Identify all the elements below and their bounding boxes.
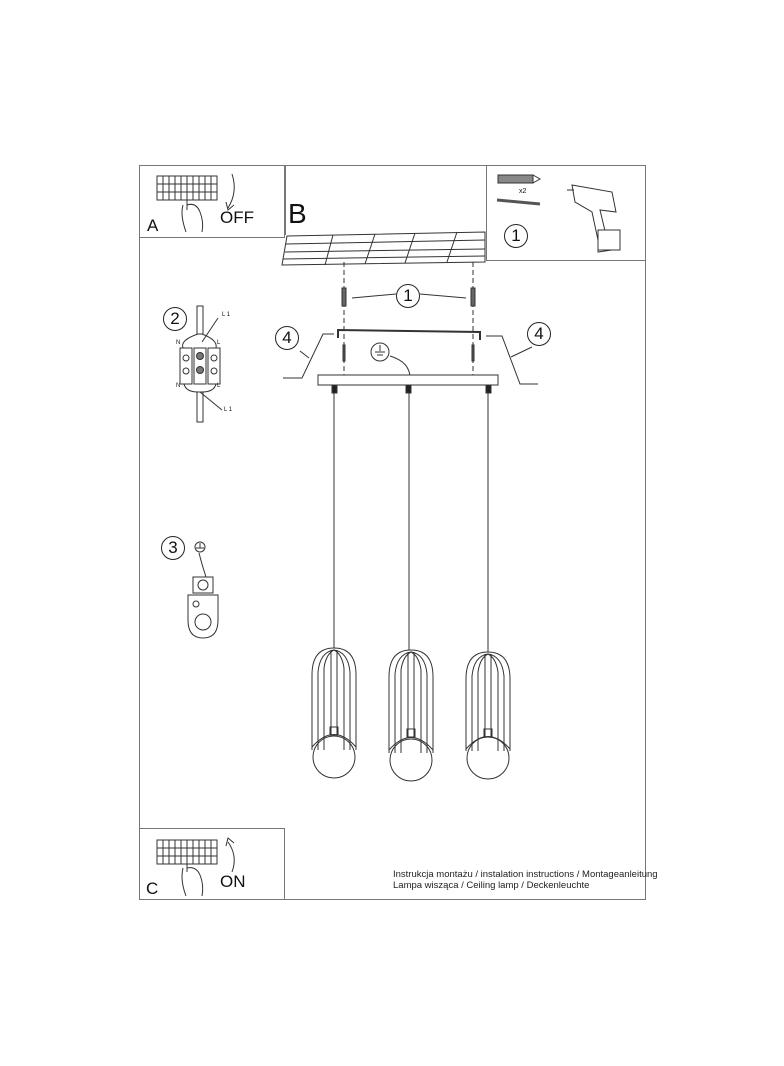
caption-line-instructions: Instrukcja montażu / instalation instruc… xyxy=(393,869,658,880)
pendant-shade-1 xyxy=(311,647,357,779)
ground-terminal-icon xyxy=(187,552,219,639)
panel-b-mounting xyxy=(285,165,487,235)
panel-tools: x2 1 xyxy=(486,165,646,261)
power-state-label: ON xyxy=(220,872,246,891)
step-3-ground-badge: 3 xyxy=(161,536,185,560)
pendant-shade-3 xyxy=(465,651,511,780)
wire-label-l1-top: L 1 xyxy=(222,312,231,318)
step-1-badge: 1 xyxy=(504,224,528,248)
caption-line-product: Lampa wisząca / Ceiling lamp / Deckenleu… xyxy=(393,880,590,891)
wire-label-n-bottom: N xyxy=(176,383,181,389)
pendant-shades xyxy=(311,647,511,782)
fuse-box-off-icon xyxy=(156,173,235,233)
step-4-cover-left-badge: 4 xyxy=(275,326,299,350)
wire-label-l-bottom: L xyxy=(217,383,221,389)
panel-letter: C xyxy=(146,879,159,898)
instruction-sheet-frame xyxy=(139,165,646,900)
terminal-block-icon xyxy=(179,305,223,423)
panel-letter-b: B xyxy=(288,198,307,229)
wire-label-l1-bottom: L 1 xyxy=(224,407,233,413)
drill-icon xyxy=(567,184,621,253)
quantity-label: x2 xyxy=(519,188,527,195)
panel-a-power-off: A OFF xyxy=(139,165,285,238)
document-caption: Instrukcja montażu / instalation instruc… xyxy=(393,869,658,891)
step-2-wiring-badge: 2 xyxy=(163,307,187,331)
fuse-box-on-icon xyxy=(156,837,235,897)
panel-letter: A xyxy=(147,216,159,235)
wire-label-l-top: L xyxy=(217,340,221,346)
step-1-screws-badge: 1 xyxy=(396,284,420,308)
dowel-and-screw-icon xyxy=(496,174,542,206)
step-4-cover-right-badge: 4 xyxy=(527,322,551,346)
power-state-label: OFF xyxy=(220,208,254,227)
wire-label-n-top: N xyxy=(176,340,181,346)
pendant-shade-2 xyxy=(388,649,434,782)
ceiling-grid xyxy=(281,231,486,266)
panel-c-power-on: C ON xyxy=(139,828,285,900)
